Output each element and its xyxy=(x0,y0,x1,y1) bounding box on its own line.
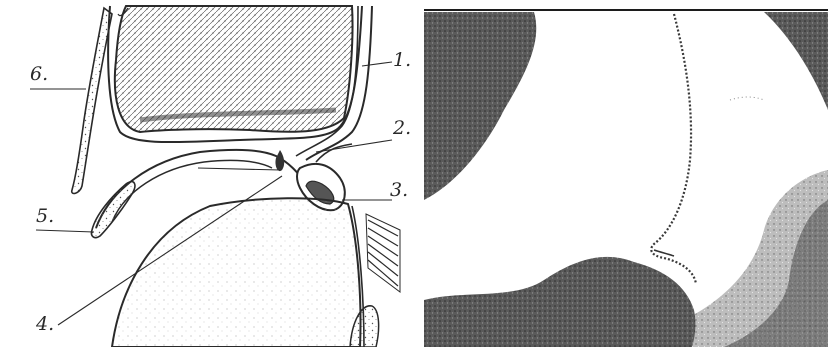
lower-mass xyxy=(112,198,361,347)
elongated-structure xyxy=(72,8,112,193)
photomicrograph-panel xyxy=(424,0,828,347)
label-1: 1. xyxy=(393,49,411,71)
label-3: 3. xyxy=(390,179,408,201)
label-2: 2. xyxy=(392,117,411,139)
anatomical-drawing: 1. 2. 3. 4. 5. 6. xyxy=(0,0,412,347)
anatomical-drawing-panel: 1. 2. 3. 4. 5. 6. xyxy=(0,0,412,347)
small-body xyxy=(91,182,134,238)
label-4: 4. xyxy=(35,313,54,335)
photomicrograph xyxy=(424,0,828,347)
label-5: 5. xyxy=(36,205,54,227)
label-6: 6. xyxy=(30,63,48,85)
